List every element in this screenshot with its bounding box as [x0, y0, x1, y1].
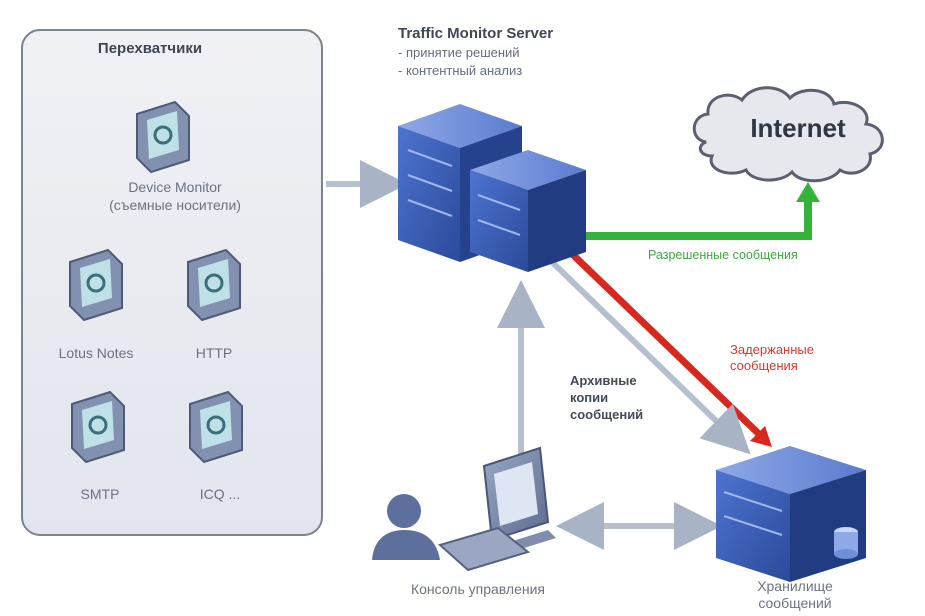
server-line-decisions: - принятие решений: [398, 45, 520, 60]
icq-label: ICQ ...: [199, 486, 241, 502]
smtp-label: SMTP: [80, 486, 120, 502]
arrow-allowed-head: [796, 182, 820, 202]
lotus-notes-icon: [69, 248, 123, 322]
device-monitor-icon: [136, 100, 190, 174]
lotus-notes-label: Lotus Notes: [58, 345, 134, 361]
device-monitor-sub: (съемные носители): [109, 197, 241, 213]
blocked-line-1: Задержанные: [730, 342, 814, 357]
device-monitor-name: Device Monitor: [128, 179, 222, 195]
arrow-blocked-head: [750, 426, 772, 447]
storage-line-1: Хранилище: [757, 578, 833, 594]
archive-line-1: Архивные: [570, 373, 637, 388]
arrow-allowed-to-internet: [585, 198, 812, 240]
blocked-line-2: сообщения: [730, 358, 798, 373]
traffic-monitor-server-icon: [398, 104, 586, 272]
allowed-messages-label: Разрешенные сообщения: [648, 248, 798, 262]
server-line-content-analysis: - контентный анализ: [398, 63, 523, 78]
keyboard-icon: [437, 526, 531, 572]
blocked-messages-label: Задержанные сообщения: [730, 342, 814, 374]
interceptors-title: Перехватчики: [97, 40, 203, 57]
console-label: Консоль управления: [410, 581, 546, 597]
http-label: HTTP: [195, 345, 233, 361]
device-monitor-label: Device Monitor (съемные носители): [90, 178, 260, 214]
smtp-icon: [71, 390, 125, 464]
archive-line-2: копии: [570, 390, 609, 405]
internet-cloud: [692, 86, 884, 183]
arrow-archive-to-storage: [549, 259, 751, 455]
server-title: Traffic Monitor Server: [398, 25, 554, 42]
internet-label: Internet: [750, 113, 846, 143]
http-icon: [187, 248, 241, 322]
archive-line-3: сообщений: [570, 407, 644, 422]
storage-line-2: сообщений: [758, 595, 832, 611]
icq-icon: [189, 390, 243, 464]
message-storage-icon: [716, 446, 866, 582]
user-icon: [372, 494, 440, 560]
storage-label: Хранилище сообщений: [730, 578, 860, 612]
archive-copies-label: Архивные копии сообщений: [570, 372, 643, 423]
